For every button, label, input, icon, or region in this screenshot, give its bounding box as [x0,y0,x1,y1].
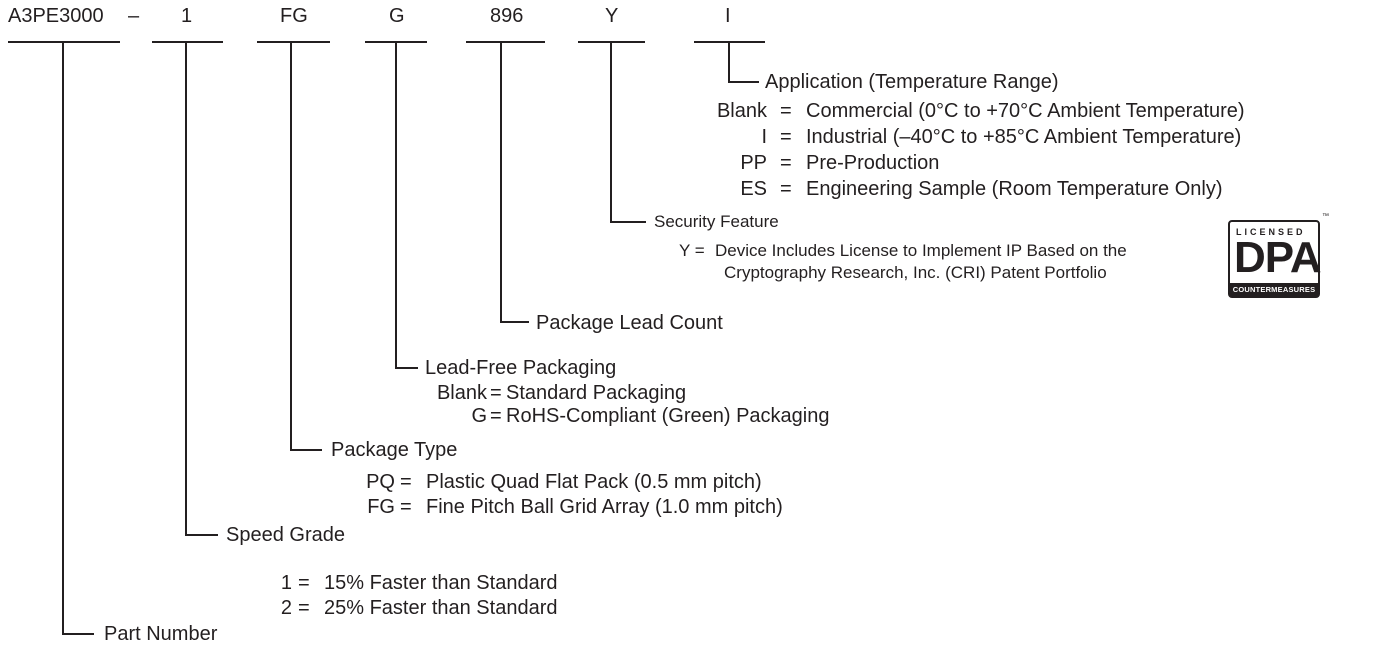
option-equals: = [400,496,412,518]
security-code: Y [605,5,619,27]
option-code: FG [367,496,395,518]
trademark-symbol: ™ [1322,213,1329,220]
option-code: PP [740,152,767,174]
security-title: Security Feature [654,212,779,231]
option-code: PQ [366,471,395,493]
application-code: I [725,5,731,27]
option-description: 25% Faster than Standard [324,597,558,619]
lead-free-title: Lead-Free Packaging [425,357,617,379]
speed-code: 1 [181,5,193,27]
option-description: Standard Packaging [506,382,687,404]
part-number-title: Part Number [104,623,218,645]
option-equals: = [780,126,792,148]
option-equals: = [780,152,792,174]
security-option-line2: Cryptography Research, Inc. (CRI) Patent… [724,263,1107,282]
part-code: A3PE3000 [8,5,104,27]
badge-top-text: LICENSED [1236,227,1306,237]
badge-main-text: DPA [1234,233,1322,282]
option-equals: = [780,100,792,122]
speed-grade-title: Speed Grade [226,524,345,546]
option-code: Blank [436,382,487,404]
separator-dash: – [128,5,140,27]
application-title: Application (Temperature Range) [765,71,1059,93]
option-equals: = [780,178,792,200]
option-description: 15% Faster than Standard [324,572,558,594]
option-code: G [471,405,487,427]
lead-count-code: 896 [490,5,524,27]
option-description: Commercial (0°C to +70°C Ambient Tempera… [806,100,1245,122]
lead-free-code: G [389,5,405,27]
package-type-title: Package Type [331,439,458,461]
lead-count-title: Package Lead Count [536,312,723,334]
option-description: RoHS-Compliant (Green) Packaging [506,405,830,427]
option-description: Fine Pitch Ball Grid Array (1.0 mm pitch… [426,496,783,518]
option-equals: = [490,382,502,404]
package-code: FG [280,5,308,27]
option-code: ES [740,178,767,200]
option-description: Industrial (–40°C to +85°C Ambient Tempe… [806,126,1242,148]
option-description: Pre-Production [806,152,940,174]
option-equals: = [298,572,310,594]
option-code: Blank [716,100,767,122]
option-code: I [761,126,767,148]
option-description: Engineering Sample (Room Temperature Onl… [806,178,1223,200]
security-option-code: Y = [679,241,705,260]
option-equals: = [298,597,310,619]
option-equals: = [400,471,412,493]
option-code: 1 [280,572,292,594]
option-equals: = [490,405,502,427]
option-code: 2 [280,597,292,619]
badge-bottom-text: COUNTERMEASURES [1230,283,1318,296]
security-option-line1: Device Includes License to Implement IP … [715,241,1127,260]
option-description: Plastic Quad Flat Pack (0.5 mm pitch) [426,471,762,493]
dpa-license-badge: LICENSED DPA COUNTERMEASURES [1228,220,1322,298]
